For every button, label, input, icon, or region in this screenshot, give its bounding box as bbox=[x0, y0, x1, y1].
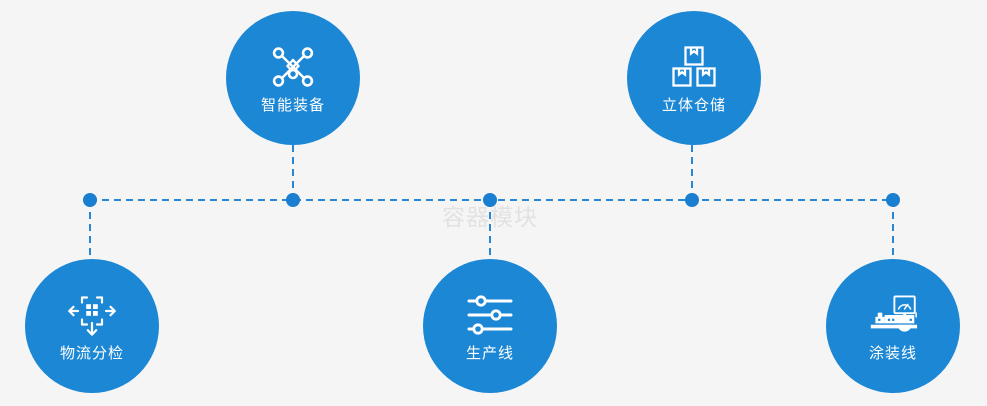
node-smart-equipment[interactable]: 智能装备 bbox=[226, 11, 360, 145]
node-label: 立体仓储 bbox=[661, 95, 726, 114]
node-label: 涂装线 bbox=[868, 343, 917, 362]
junction-dot-logistics-sorting[interactable] bbox=[83, 193, 97, 207]
node-label: 智能装备 bbox=[260, 95, 325, 114]
stacked-boxes-icon bbox=[669, 44, 719, 90]
sorting-arrows-icon bbox=[67, 292, 117, 338]
junction-dot-stereo-warehouse[interactable] bbox=[685, 193, 699, 207]
junction-dot-smart-equipment[interactable] bbox=[286, 193, 300, 207]
node-production-line[interactable]: 生产线 bbox=[423, 259, 557, 393]
sliders-icon bbox=[465, 292, 515, 338]
coating-machine-icon bbox=[868, 292, 918, 338]
node-stereo-warehouse[interactable]: 立体仓储 bbox=[627, 11, 761, 145]
node-logistics-sorting[interactable]: 物流分检 bbox=[25, 259, 159, 393]
node-label: 生产线 bbox=[465, 343, 514, 362]
junction-dot-production-line[interactable] bbox=[483, 193, 497, 207]
network-nodes-icon bbox=[268, 44, 318, 90]
node-coating-line[interactable]: 涂装线 bbox=[826, 259, 960, 393]
node-label: 物流分检 bbox=[59, 343, 124, 362]
junction-dot-coating-line[interactable] bbox=[886, 193, 900, 207]
